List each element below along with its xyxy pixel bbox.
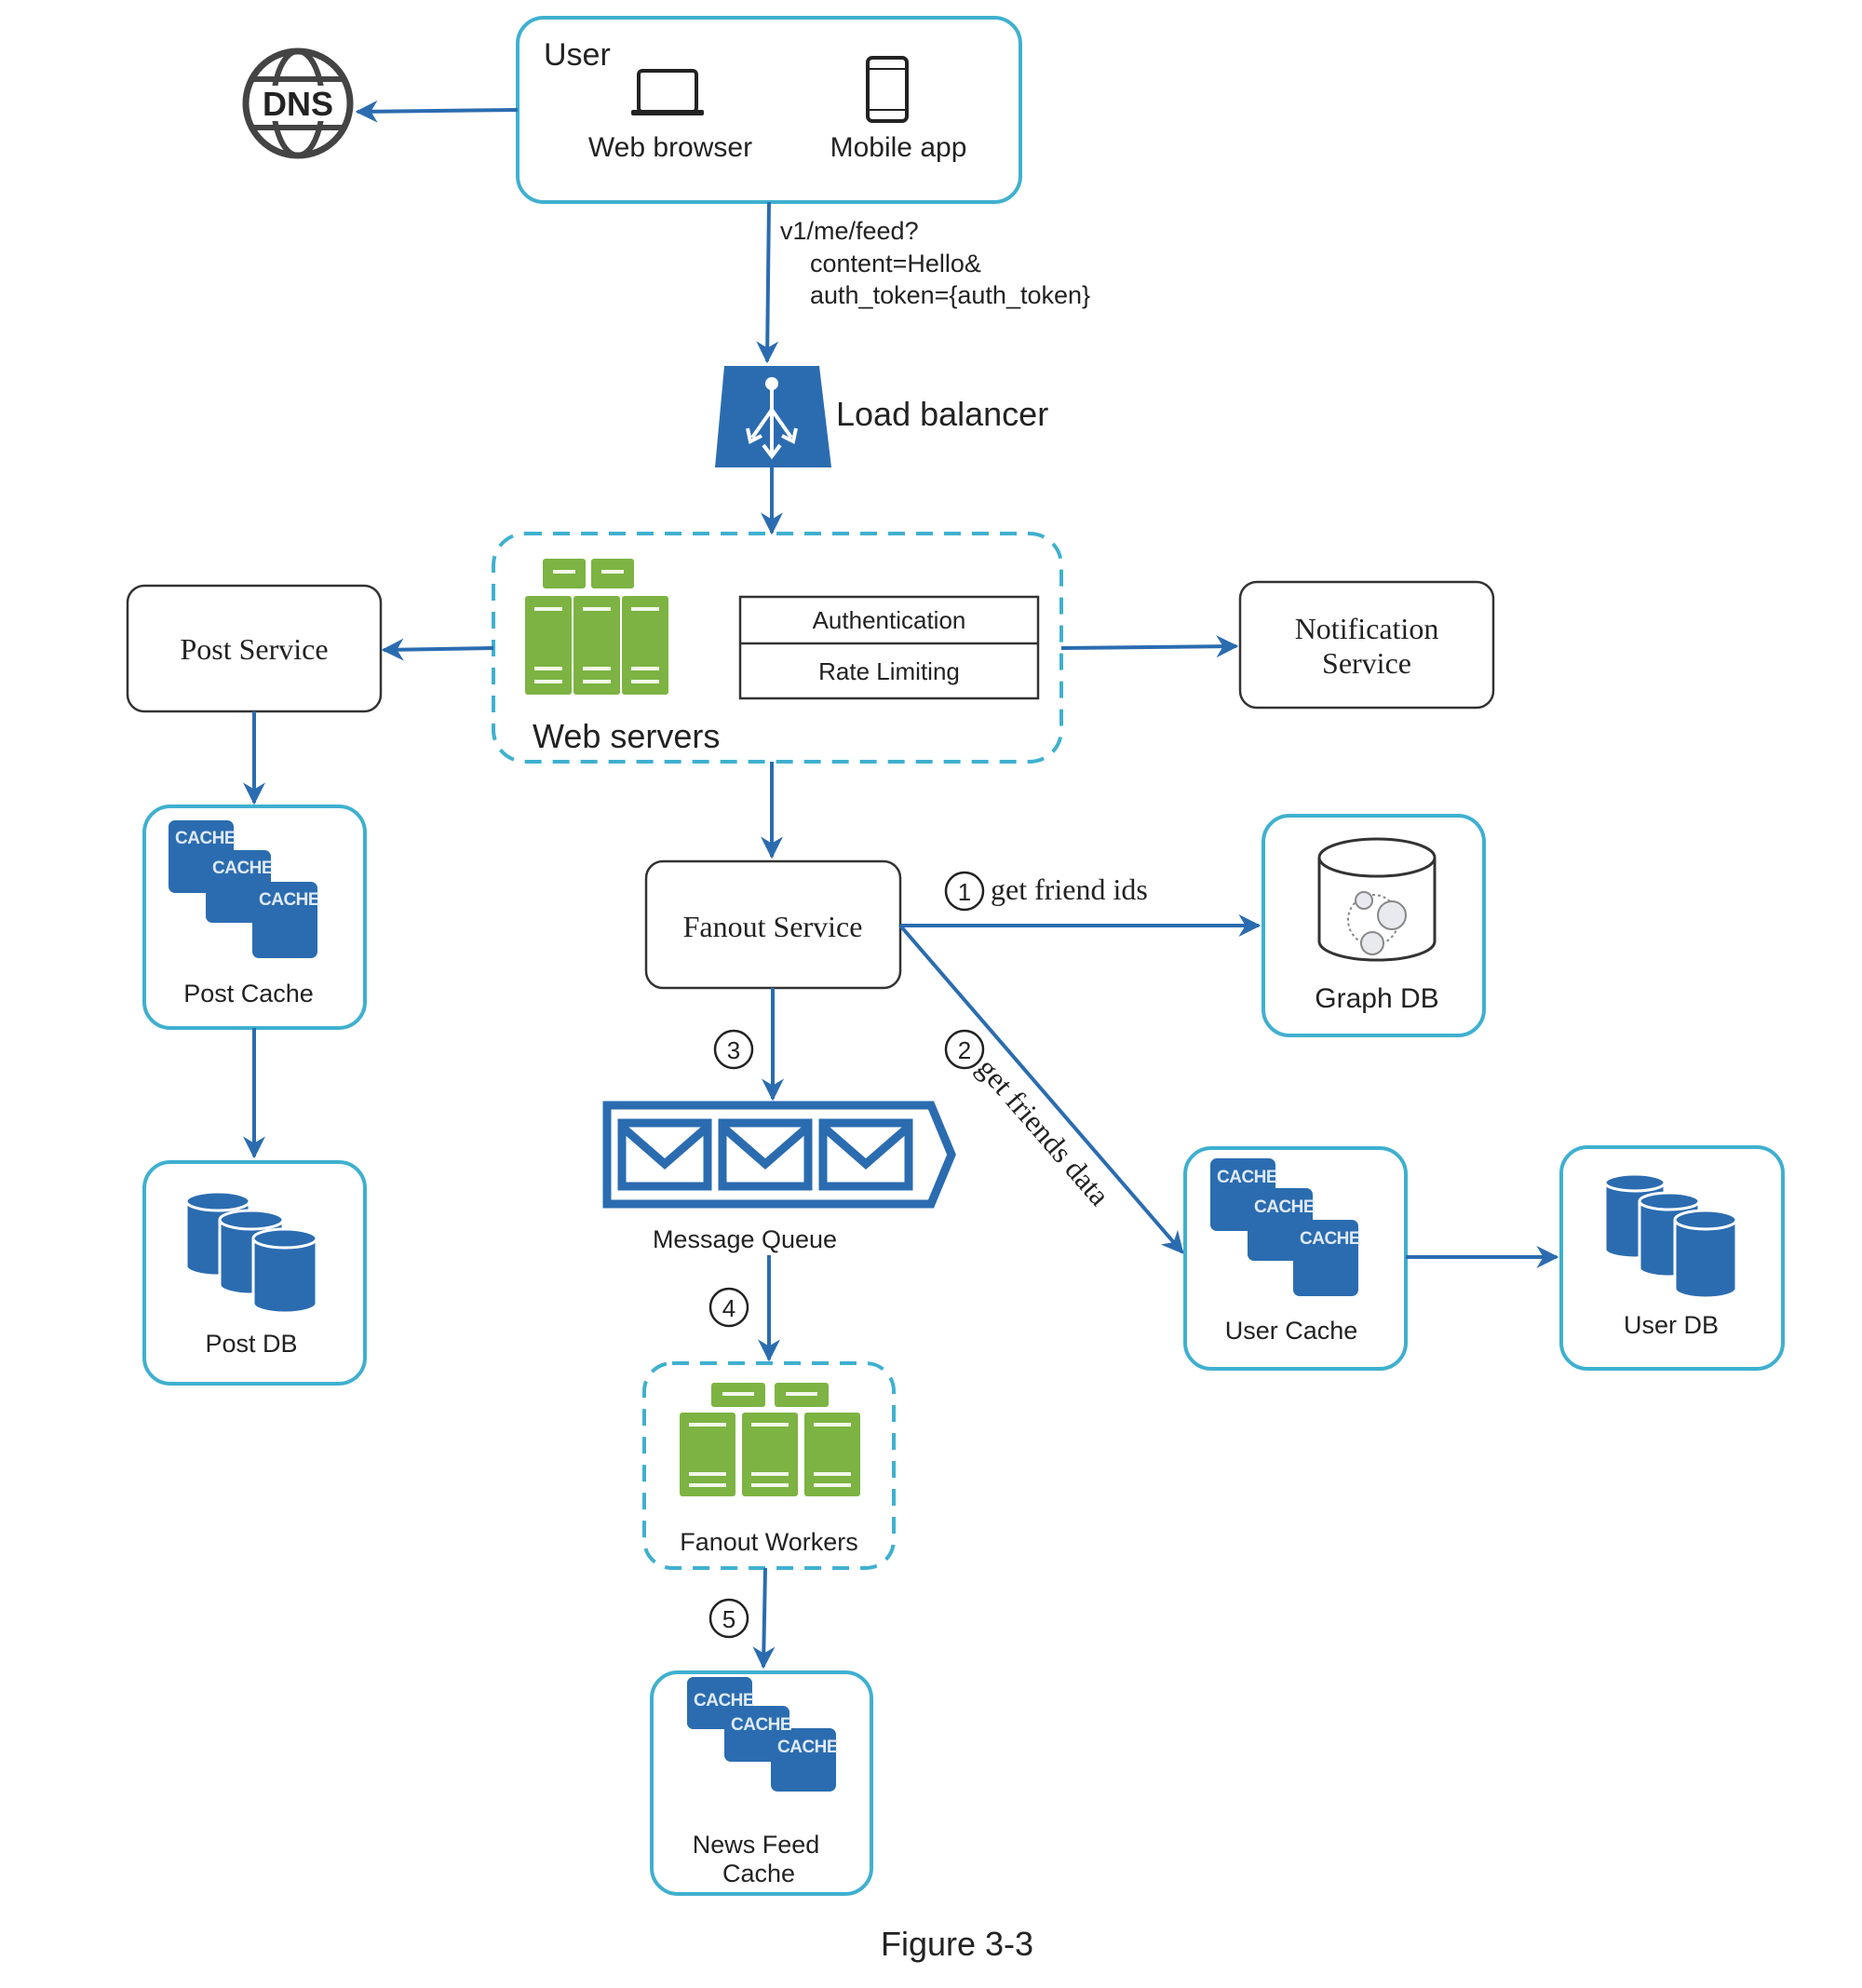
arrow-web-to-post-service xyxy=(381,638,494,661)
cache-tile-label: CACHE xyxy=(259,890,319,910)
arrow-user-to-load-balancer xyxy=(756,201,779,364)
step-number: 3 xyxy=(727,1036,740,1064)
mobile-phone-icon xyxy=(866,56,909,123)
arrow-web-to-notification-service xyxy=(1060,635,1239,658)
post-cache-node: CACHE CACHE CACHE Post Cache xyxy=(142,805,367,1030)
mobile-app-label: Mobile app xyxy=(830,132,967,163)
load-balancer-split-glyph xyxy=(746,377,798,460)
graph-database-icon xyxy=(1317,837,1437,962)
step-3-label: 3 xyxy=(713,1029,754,1070)
cache-stack-icon: CACHE CACHE CACHE xyxy=(1210,1158,1361,1296)
arrow-fanout-to-user-cache xyxy=(898,924,1184,1254)
news-feed-cache-node: CACHE CACHE CACHE News Feed Cache xyxy=(650,1670,873,1896)
step-badge xyxy=(713,1029,754,1070)
step-text: get friends data xyxy=(971,1051,1117,1211)
rate-limiting-module: Rate Limiting xyxy=(818,657,960,685)
arrow-user-to-dns xyxy=(355,100,519,123)
server-rack-icon xyxy=(525,559,668,695)
post-service-node: Post Service xyxy=(126,584,383,713)
queue-icon xyxy=(602,1101,956,1209)
post-cache-label: Post Cache xyxy=(183,980,314,1008)
web-servers-node: Authentication Rate Limiting Web servers xyxy=(492,532,1063,764)
request-line-3: auth_token={auth_token} xyxy=(810,281,1090,309)
fanout-workers-node: Fanout Workers xyxy=(642,1361,896,1570)
authentication-module: Authentication xyxy=(813,606,966,634)
cache-tile-label: CACHE xyxy=(731,1715,791,1735)
middleware-table xyxy=(738,595,1040,700)
post-db-label: Post DB xyxy=(205,1330,297,1358)
user-db-node: User DB xyxy=(1559,1145,1785,1371)
arrow-workers-to-news-feed-cache xyxy=(752,1567,776,1670)
load-balancer-node: Load balancer xyxy=(715,366,1048,467)
request-label: v1/me/feed? content=Hello& auth_token={a… xyxy=(780,217,1090,309)
database-stack-icon xyxy=(184,1190,318,1315)
step-number: 4 xyxy=(722,1294,735,1322)
load-balancer-label: Load balancer xyxy=(836,395,1048,433)
user-db-label: User DB xyxy=(1624,1311,1719,1339)
web-servers-label: Web servers xyxy=(533,717,720,755)
graph-db-label: Graph DB xyxy=(1315,983,1438,1014)
post-db-node: Post DB xyxy=(142,1160,367,1386)
database-stack-icon xyxy=(1603,1172,1738,1300)
fanout-service-node: Fanout Service xyxy=(644,859,902,990)
step-badge xyxy=(708,1287,749,1328)
notification-service-label-2: Service xyxy=(1322,646,1411,680)
step-number: 2 xyxy=(958,1036,971,1064)
cache-tile-label: CACHE xyxy=(175,829,236,848)
cache-tile-label: CACHE xyxy=(1217,1168,1277,1187)
step-1-label: 1 get friend ids xyxy=(944,871,1148,912)
news-feed-cache-label-2: Cache xyxy=(722,1860,795,1887)
graph-db-node: Graph DB xyxy=(1262,814,1486,1037)
step-badge xyxy=(944,871,985,912)
cache-tile-label: CACHE xyxy=(694,1691,754,1711)
news-feed-cache-label-1: News Feed xyxy=(693,1831,820,1859)
dns-node: DNS xyxy=(242,47,354,159)
user-cache-node: CACHE CACHE CACHE User Cache xyxy=(1183,1146,1408,1371)
figure-caption: Figure 3-3 xyxy=(881,1925,1033,1963)
notification-service-node: Notification Service xyxy=(1238,580,1495,710)
user-cache-label: User Cache xyxy=(1225,1317,1358,1345)
notification-service-label-1: Notification xyxy=(1295,612,1439,645)
message-queue-node: Message Queue xyxy=(602,1101,956,1253)
envelope-icon xyxy=(818,1118,913,1191)
dns-label: DNS xyxy=(263,85,333,123)
cache-tile-label: CACHE xyxy=(1254,1197,1315,1217)
cache-tile-label: CACHE xyxy=(212,859,273,878)
step-badge xyxy=(944,1029,985,1070)
cache-tile-label: CACHE xyxy=(777,1738,838,1757)
request-line-1: v1/me/feed? xyxy=(780,217,919,245)
post-service-label: Post Service xyxy=(180,632,328,666)
step-number: 1 xyxy=(958,878,971,906)
envelope-icon xyxy=(718,1118,813,1191)
step-5-label: 5 xyxy=(708,1598,749,1639)
request-line-2: content=Hello& xyxy=(810,250,981,277)
fanout-workers-label: Fanout Workers xyxy=(680,1528,858,1556)
user-node: User Web browser Mobile app xyxy=(516,16,1022,204)
step-badge xyxy=(708,1598,749,1639)
step-text: get friend ids xyxy=(991,872,1148,906)
step-2-label: 2 get friends data xyxy=(944,1029,1117,1211)
step-number: 5 xyxy=(722,1605,735,1633)
web-servers-container xyxy=(492,532,1063,764)
web-browser-label: Web browser xyxy=(588,132,752,163)
globe-icon xyxy=(242,47,354,159)
envelope-icon xyxy=(617,1118,712,1191)
cache-stack-icon: CACHE CACHE CACHE xyxy=(169,820,320,958)
user-title: User xyxy=(544,37,611,73)
message-queue-label: Message Queue xyxy=(653,1225,837,1253)
fanout-service-label: Fanout Service xyxy=(683,910,863,943)
server-rack-icon xyxy=(680,1383,860,1496)
cache-stack-icon: CACHE CACHE CACHE xyxy=(687,1677,839,1792)
step-4-label: 4 xyxy=(708,1287,749,1328)
laptop-icon xyxy=(631,69,704,115)
cache-tile-label: CACHE xyxy=(1300,1229,1360,1249)
